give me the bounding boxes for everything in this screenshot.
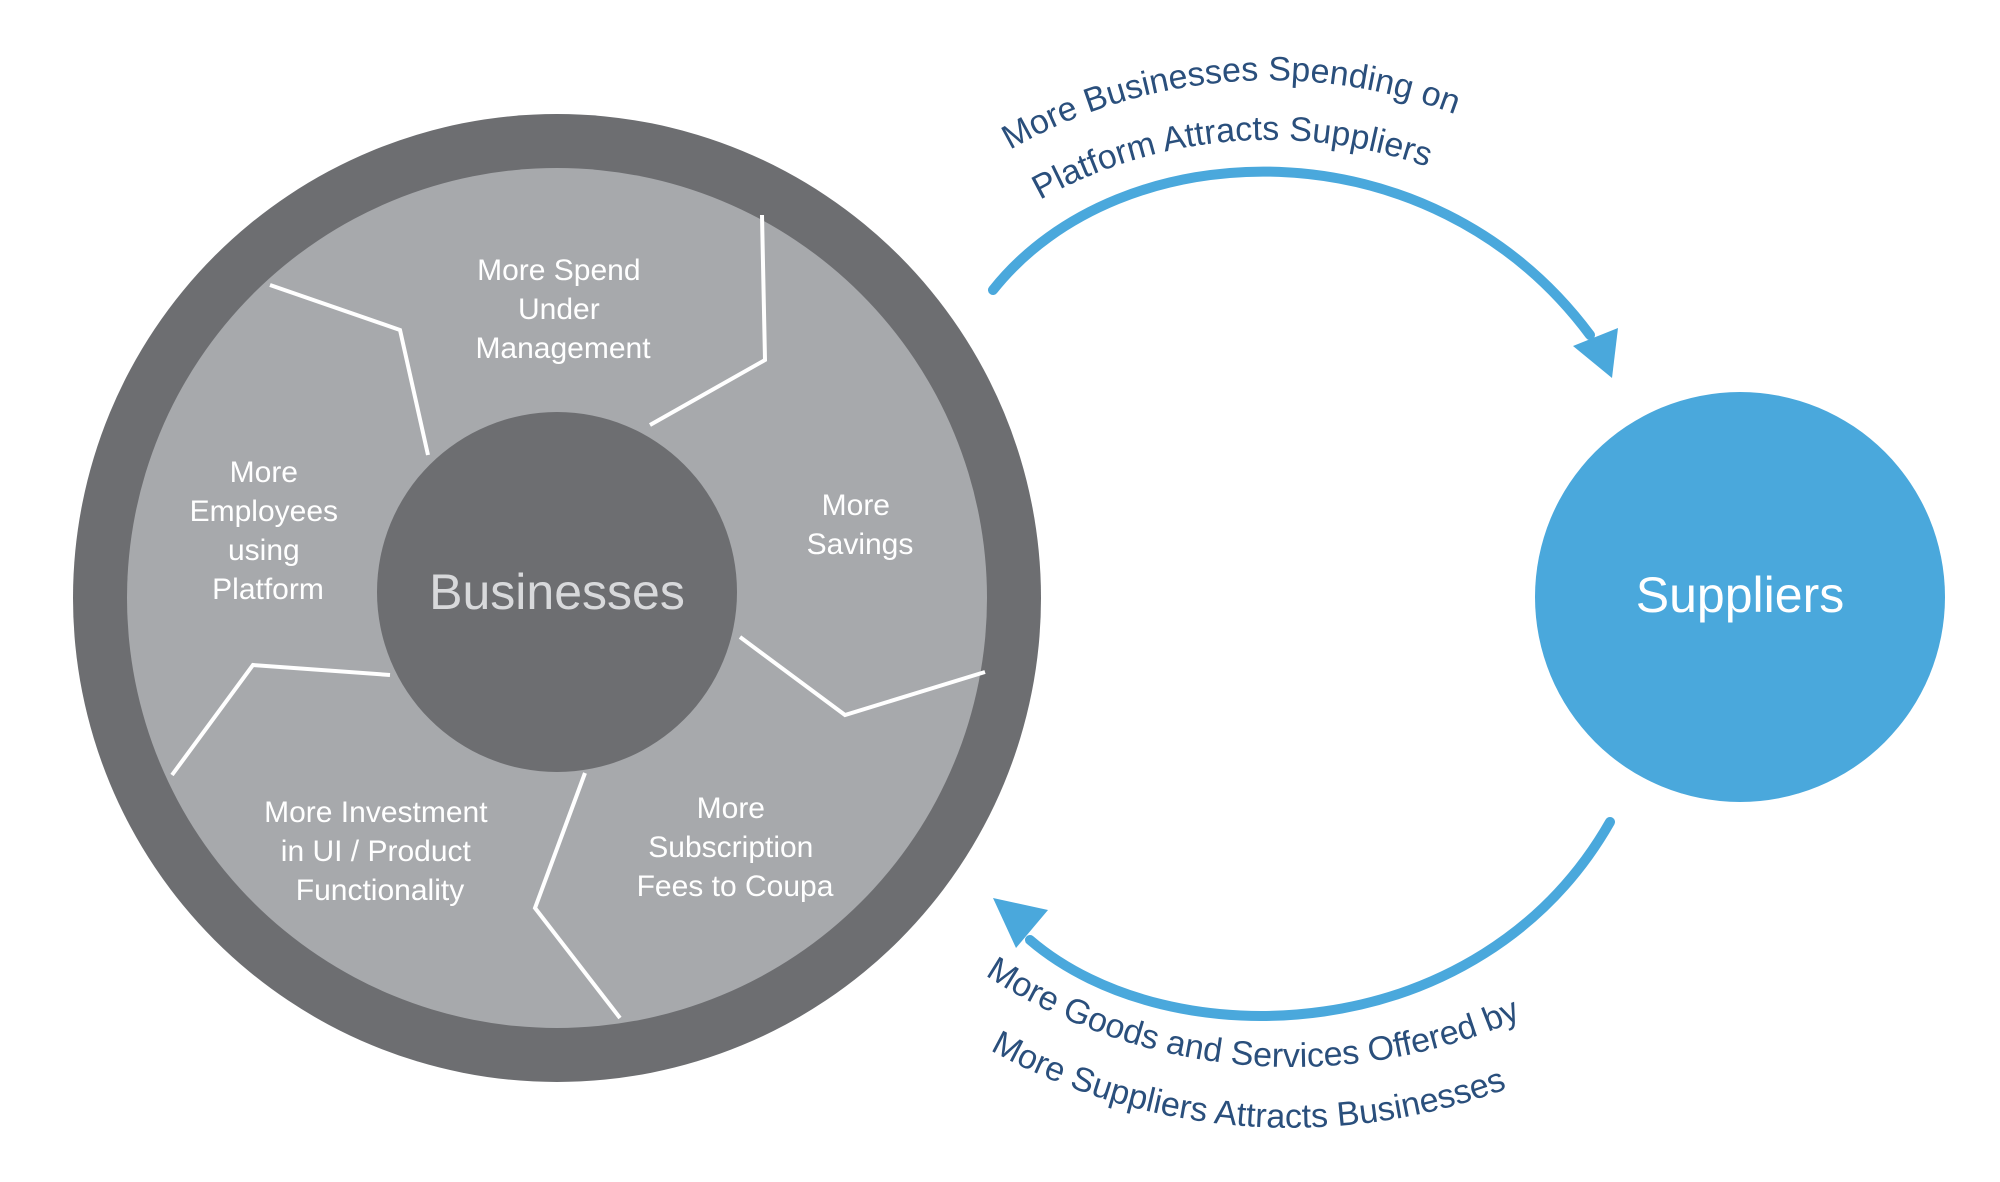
segment-label-spend: More Spend Under Management <box>475 254 651 365</box>
segment-dividers <box>170 214 986 1020</box>
divider-top-right <box>649 214 768 427</box>
segment-fees-line-2: Subscription <box>648 831 813 864</box>
divider-bottom <box>532 772 622 1020</box>
top-arrow-arc <box>988 166 1595 340</box>
segment-fees-line-3: Fees to Coupa <box>637 870 834 903</box>
divider-right <box>738 635 986 718</box>
segment-employees-line-2: Employees <box>190 495 338 528</box>
segment-spend-line-2: Under <box>518 293 600 326</box>
segment-savings-line-1: More <box>822 489 890 522</box>
segment-spend-line-3: Management <box>475 332 651 365</box>
top-arc-line-2: Platform Attracts Suppliers <box>1026 110 1437 207</box>
arrow-head-down-icon <box>1573 328 1618 378</box>
segment-employees-line-4: Platform <box>212 573 324 606</box>
segment-employees-line-1: More <box>230 456 298 489</box>
segment-label-investment: More Investment in UI / Product Function… <box>264 796 496 907</box>
bottom-arrow-arc <box>1025 817 1615 1021</box>
segment-investment-line-3: Functionality <box>296 874 464 907</box>
segment-label-fees: More Subscription Fees to Coupa <box>637 792 834 903</box>
businesses-label: Businesses <box>429 564 685 620</box>
segment-spend-line-1: More Spend <box>477 254 640 287</box>
segment-label-employees: More Employees using Platform <box>190 456 347 606</box>
segment-employees-line-3: using <box>228 534 300 567</box>
businesses-hub <box>377 412 737 772</box>
divider-top-left <box>269 283 430 456</box>
top-arc-text-line-2: Platform Attracts Suppliers <box>1026 110 1437 207</box>
segment-fees-line-1: More <box>697 792 765 825</box>
segment-label-savings: More Savings <box>807 489 914 561</box>
segment-savings-line-2: Savings <box>807 528 914 561</box>
suppliers-circle <box>1535 392 1945 802</box>
segment-investment-line-1: More Investment <box>264 796 488 829</box>
divider-left <box>170 662 391 777</box>
suppliers-label: Suppliers <box>1636 567 1844 623</box>
segment-investment-line-2: in UI / Product <box>281 835 472 868</box>
arrow-head-left-icon <box>993 898 1048 948</box>
